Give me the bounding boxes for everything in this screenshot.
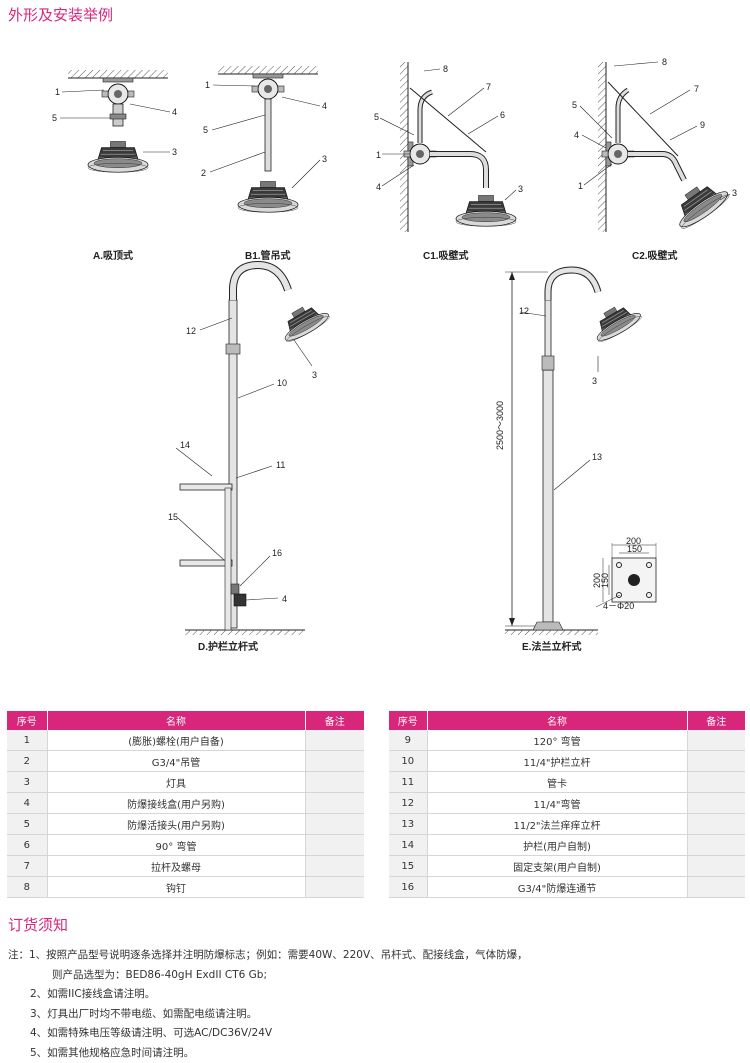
table-header-row: 序号 名称 备注 [7, 711, 364, 730]
svg-text:8: 8 [662, 57, 667, 67]
svg-text:4: 4 [376, 182, 381, 192]
note-4: 4、如需特殊电压等级请注明、可选AC/DC36V/24V [8, 1024, 528, 1044]
caption-c1: C1.吸壁式 [423, 249, 469, 262]
note-2: 2、如需IIC接线盒请注明。 [8, 985, 528, 1005]
svg-text:1: 1 [376, 150, 381, 160]
diagram-b1-pipe-pendant [210, 66, 320, 212]
svg-text:5: 5 [52, 113, 57, 123]
svg-text:12: 12 [186, 326, 196, 336]
svg-text:13: 13 [592, 452, 602, 462]
note-1: 注：1、按照产品型号说明逐条选择并注明防爆标志；例如：需要40W、220V、吊杆… [8, 946, 528, 966]
svg-text:1: 1 [55, 87, 60, 97]
svg-text:8: 8 [443, 64, 448, 74]
note-1-example: 则产品选型为：BED86-40gH ExdII CT6 Gb; [8, 966, 528, 986]
svg-text:4: 4 [574, 130, 579, 140]
diagram-e-flange-pole [505, 270, 656, 635]
svg-text:1: 1 [578, 181, 583, 191]
svg-text:3: 3 [312, 370, 317, 380]
svg-text:7: 7 [694, 84, 699, 94]
svg-text:3: 3 [592, 376, 597, 386]
svg-text:11: 11 [276, 460, 285, 470]
header-remark: 备注 [305, 711, 364, 730]
diagram-d-railing-pole [176, 265, 331, 635]
caption-d: D.护栏立杆式 [198, 640, 258, 653]
ordering-notes: 注：1、按照产品型号说明逐条选择并注明防爆标志；例如：需要40W、220V、吊杆… [8, 946, 528, 1063]
svg-text:16: 16 [272, 548, 282, 558]
header-name: 名称 [47, 711, 305, 730]
caption-b1: B1.管吊式 [245, 249, 291, 262]
section-title-ordering: 订货须知 [8, 914, 68, 935]
svg-text:5: 5 [203, 125, 208, 135]
svg-text:1: 1 [205, 80, 210, 90]
header-no: 序号 [389, 711, 427, 730]
header-no: 序号 [7, 711, 47, 730]
svg-text:7: 7 [486, 82, 491, 92]
svg-text:3: 3 [172, 147, 177, 157]
caption-e: E.法兰立杆式 [522, 640, 581, 653]
svg-text:3: 3 [518, 184, 523, 194]
installation-diagrams: 1 5 4 3 A.吸顶式 1 4 5 2 3 B1.管吊式 [0, 0, 750, 690]
svg-text:5: 5 [374, 112, 379, 122]
svg-text:4: 4 [322, 101, 327, 111]
flange-inner-dim: 150 [627, 544, 642, 554]
header-remark: 备注 [687, 711, 745, 730]
svg-text:2: 2 [201, 168, 206, 178]
note-5: 5、如需其他规格应急时间请注明。 [8, 1044, 528, 1063]
flange-side-inner-dim: 150 [600, 573, 610, 588]
flange-holes-dim: 4－Φ20 [603, 601, 634, 611]
diagram-c2-wall-mount [580, 62, 731, 232]
svg-text:3: 3 [732, 188, 737, 198]
table-row: 1(膨胀)螺栓(用户自备) [7, 730, 364, 751]
svg-text:15: 15 [168, 512, 178, 522]
caption-a: A.吸顶式 [93, 249, 133, 262]
svg-text:5: 5 [572, 100, 577, 110]
note-3: 3、灯具出厂时均不带电缆、如需配电缆请注明。 [8, 1005, 528, 1025]
svg-text:3: 3 [322, 154, 327, 164]
svg-text:10: 10 [277, 378, 287, 388]
svg-text:4: 4 [282, 594, 287, 604]
caption-c2: C2.吸壁式 [632, 249, 678, 262]
table-header-row: 序号 名称 备注 [389, 711, 745, 730]
height-dimension: 2500～3000 [495, 401, 505, 450]
svg-text:14: 14 [180, 440, 190, 450]
svg-text:6: 6 [500, 110, 505, 120]
svg-text:9: 9 [700, 120, 705, 130]
diagram-a-ceiling-mount [60, 70, 170, 172]
svg-text:4: 4 [172, 107, 177, 117]
svg-text:12: 12 [519, 306, 529, 316]
header-name: 名称 [427, 711, 687, 730]
diagram-c1-wall-mount [380, 62, 516, 232]
